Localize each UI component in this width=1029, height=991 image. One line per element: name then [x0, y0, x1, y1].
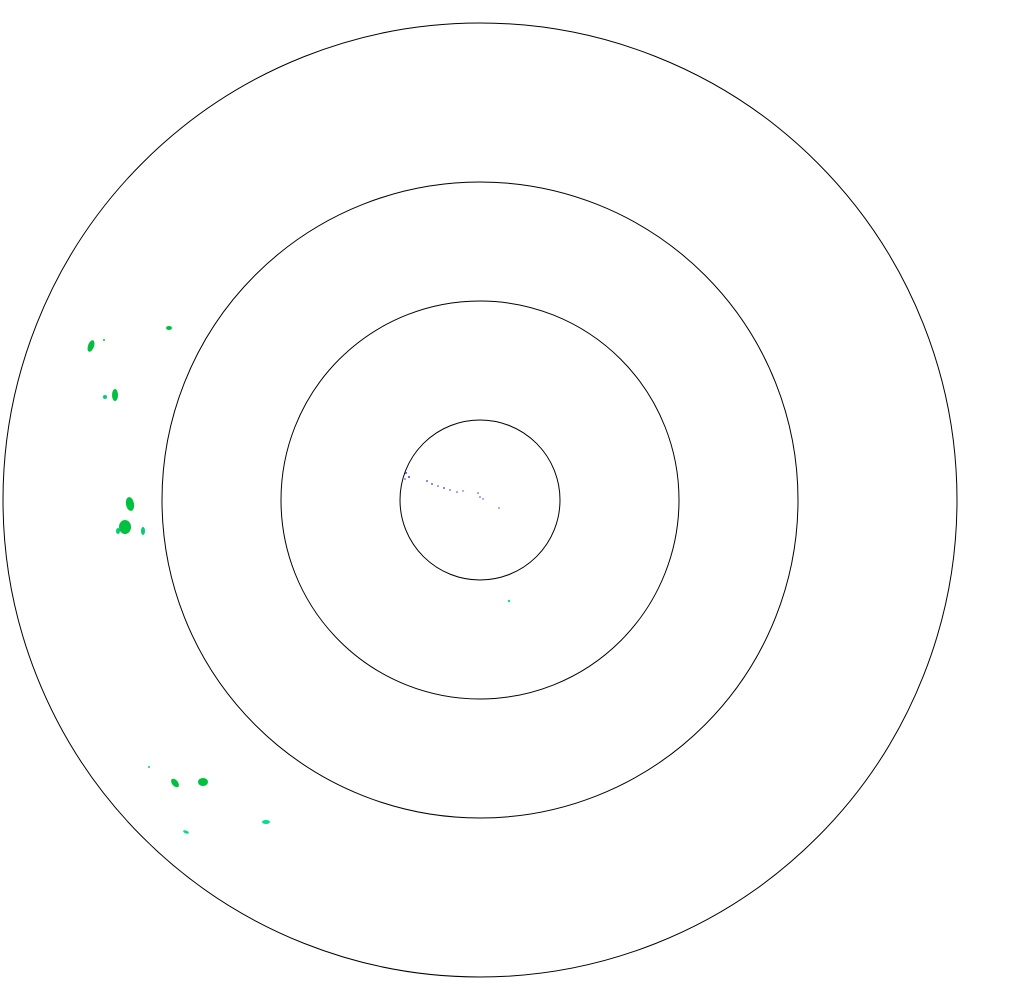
- echo-blob: [148, 766, 150, 768]
- echo-blob: [116, 528, 120, 534]
- echo-blob: [119, 520, 131, 534]
- clutter-dot: [449, 489, 451, 491]
- echo-blob: [141, 527, 145, 535]
- clutter-dot: [482, 498, 484, 500]
- clutter-dot: [437, 485, 439, 487]
- echo-blob: [112, 389, 118, 401]
- clutter-dot: [408, 476, 410, 478]
- clutter-dot: [405, 472, 407, 474]
- precipitation-echoes: [87, 326, 511, 834]
- echo-blob: [103, 339, 105, 341]
- range-ring-outer: [2, 22, 958, 978]
- echo-blob: [87, 340, 95, 352]
- clutter-dot: [431, 483, 433, 485]
- clutter-dot: [479, 496, 481, 498]
- clutter-dot: [477, 492, 479, 494]
- range-ring-3: [161, 181, 799, 819]
- clutter-dot: [456, 491, 458, 493]
- range-rings: [2, 22, 958, 978]
- echo-blob: [125, 497, 135, 511]
- echo-blob: [507, 599, 511, 603]
- echo-blob: [166, 326, 172, 330]
- range-ring-inner: [399, 419, 561, 581]
- echo-blob: [183, 830, 189, 834]
- clutter-dot: [443, 487, 445, 489]
- clutter-dot: [462, 490, 464, 492]
- clutter-dot: [498, 507, 500, 509]
- echo-blob: [198, 778, 208, 786]
- echo-blob: [262, 820, 270, 824]
- range-ring-2: [280, 300, 680, 700]
- echo-blob: [103, 395, 107, 399]
- echo-blob: [171, 778, 179, 788]
- ground-clutter-trail: [404, 472, 500, 509]
- clutter-dot: [426, 480, 428, 482]
- clutter-dot: [404, 478, 406, 480]
